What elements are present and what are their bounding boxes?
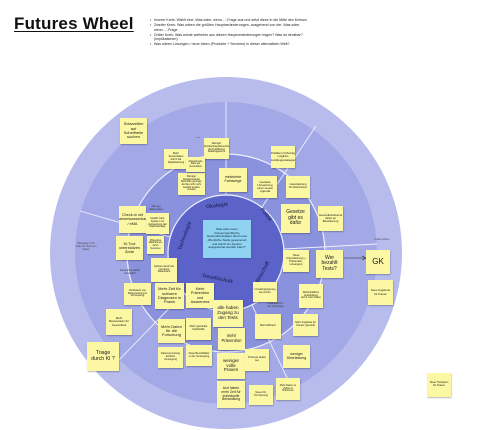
sticky-note[interactable]: Health Care System zur Auswertung der Da… [146,213,169,234]
sticky-note[interactable]: Gesetzgebung für Datenschutz [286,176,310,198]
sticky-note[interactable]: Mehr Bewusstsein für Gesundheit [106,309,132,335]
sticky-note[interactable]: Umsatzsteigerung bei Ärzten [253,282,277,302]
instruction-item: Was wären Lösungen / neue Ideen (Produkt… [150,42,315,47]
page-title: Futures Wheel [14,14,134,33]
sticky-note[interactable]: Politikern frühzeitig mögliche Handlungs… [271,146,295,168]
sticky-note[interactable]: Wer bezahlt Tests? [316,250,343,278]
sticky-note[interactable]: GK [366,250,390,274]
sticky-note[interactable]: Schnellere Diagnosen [122,260,126,262]
sticky-note[interactable]: minimierte Fahrtwege [219,168,247,192]
sticky-note[interactable]: Mehr geschulte Fachkräfte [186,318,211,340]
sticky-note[interactable]: Präventive Maßnahmen durch Sensoren [147,236,164,254]
sticky-note[interactable]: Ausbau Digitalisierung [153,236,163,238]
sticky-note[interactable]: Weniger Arbeitsmaterial, Rohstoffe gerin… [178,173,205,195]
sticky-note[interactable]: Spitzen durch die vernetzte Datenbank [151,258,177,282]
sticky-note[interactable]: Neue Therapien für Frauen [427,373,451,397]
sticky-note[interactable]: Prozesse laufen neu [245,349,269,371]
center-question-note: Was wäre wenn Frauenspezifische Gesundhe… [203,220,251,258]
sticky-note[interactable]: Neue Arzt-Terminierung [249,385,273,405]
sticky-note[interactable]: Mehr Prävention und Awareness [186,283,214,308]
sticky-note[interactable]: Kosten sinken [374,237,390,241]
sticky-note[interactable]: weniger Überlastung [283,345,310,368]
sticky-note[interactable]: Datenvernetzung ärztliche Versorgung [158,347,183,368]
sticky-note[interactable]: Gezielte Umsetzung einer neuen Agenda [253,176,277,198]
sticky-note[interactable]: Mehr Daten zu Zyklus & Hormonen [276,378,300,400]
sticky-note[interactable]: Mehr Effizienz [255,314,281,339]
sticky-note[interactable]: Gesundheitsthema näher an Bevölkerung [318,206,343,231]
sticky-note[interactable]: alle haben Zugang zu den Tests [213,300,243,327]
sticky-note[interactable]: Neue Angebote für Frauen [368,280,393,305]
sticky-note[interactable]: Check-in mit Krankenkassenkarte / eMA [119,206,146,233]
sticky-note[interactable]: Weniger Krankenhausbesuche durch Effizie… [204,138,229,159]
sticky-note[interactable]: Weniger Bürokratie [196,137,200,139]
instruction-item: Zweiter Kreis: Was wären die größten Hau… [150,23,315,32]
sticky-note[interactable]: Mehr Daten für die Forschung [158,319,185,343]
sticky-note[interactable]: Wirtschaftliche Entwicklung durch mehr D… [299,284,323,308]
sticky-note[interactable]: Alles gut dokumentiert [149,205,163,211]
sticky-note[interactable]: Solarzellen auf Schellhelm suchen [120,118,147,144]
sticky-note[interactable]: Gesetze gibt es dafür [281,204,310,233]
sticky-note[interactable]: Frauenfokus in der Forschung [267,301,284,308]
divider-line [283,243,378,250]
sticky-note[interactable]: Mehr Angebote für Frauen (speziell) [293,314,318,336]
sticky-note[interactable]: KI-Tool unterstützen Ärzte [116,236,143,260]
sticky-note[interactable]: weniger volle Praxen [217,353,245,379]
sticky-note[interactable]: Neue Berufsbilder in der Versorgung [186,345,212,366]
sticky-note[interactable]: Abgestimmte Ziele auf Gesundheit [186,157,205,172]
sticky-note[interactable]: Mehr Zeit für schwere Diagnosen in Praxi… [155,283,184,309]
instruction-item: Innerer Kreis: Wählt eine ‚Was wäre, wen… [150,18,315,23]
sticky-note[interactable]: Verbrauch von Datennutzung in Vernetzung [124,283,151,305]
instruction-list: Innerer Kreis: Wählt eine ‚Was wäre, wen… [150,18,315,48]
sticky-note[interactable]: Neue Unterstützung (+ Prävention, Lösung… [283,250,309,272]
sticky-note[interactable]: Arzt haben mehr Zeit für individuelle Be… [217,381,245,408]
sticky-note[interactable]: Gesundheit stärker vorsorglich [119,268,141,275]
sticky-note[interactable]: Triage durch KI ? [87,342,119,371]
sticky-note[interactable]: Übergang zu KI-Tools an Hand von Daten [75,242,97,251]
sticky-note[interactable]: Mehr Sensordaten durch die Digitalisieru… [164,149,188,169]
sticky-note[interactable]: mehr Prävention [218,328,245,350]
instruction-item: Dritter Kreis: Was würde weiterhin aus d… [150,33,315,42]
